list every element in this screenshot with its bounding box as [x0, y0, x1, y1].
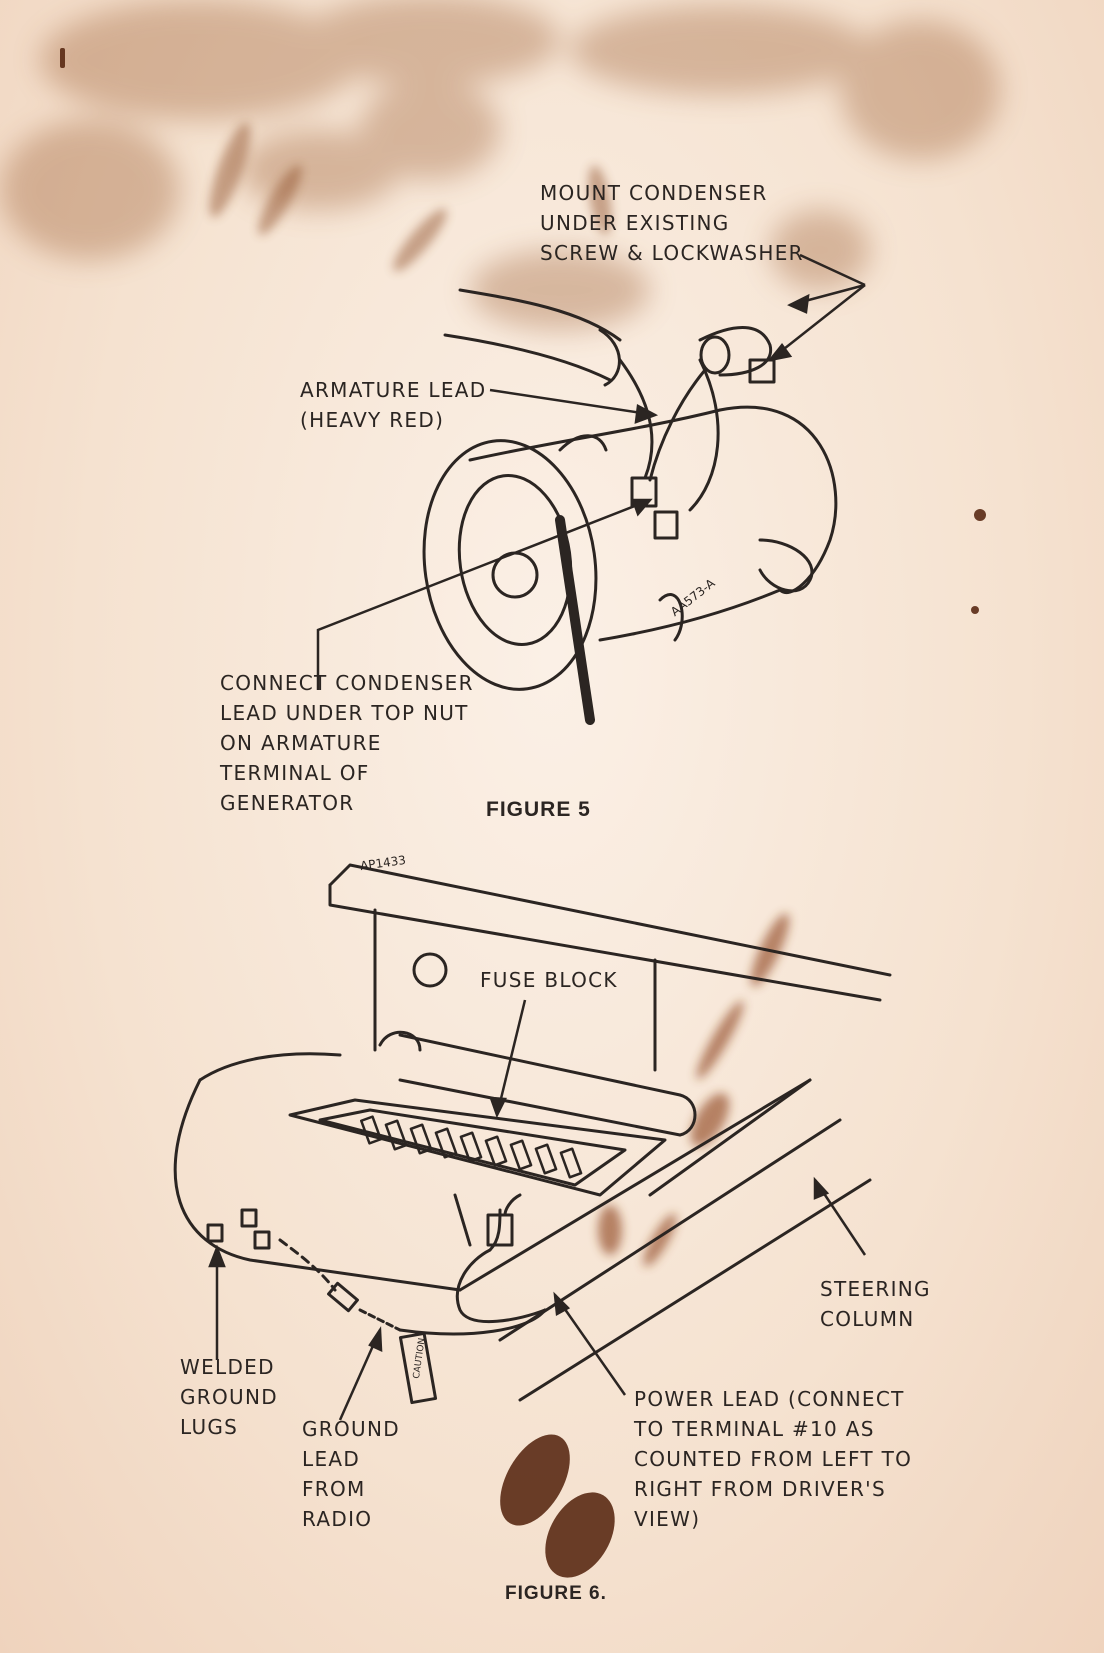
label-connect-condenser: CONNECT CONDENSER LEAD UNDER TOP NUT ON …	[220, 668, 474, 818]
label-line: STEERING	[820, 1277, 931, 1301]
label-line: RIGHT FROM DRIVER'S	[634, 1477, 886, 1501]
label-line: COUNTED FROM LEFT TO	[634, 1447, 913, 1471]
label-line: ARMATURE LEAD	[300, 378, 487, 402]
label-line: FROM	[302, 1477, 366, 1501]
label-line: WELDED	[180, 1355, 275, 1379]
label-line: VIEW)	[634, 1507, 701, 1531]
label-fuse-block: FUSE BLOCK	[480, 965, 618, 995]
label-line: GROUND	[302, 1417, 400, 1441]
label-armature-lead: ARMATURE LEAD (HEAVY RED)	[300, 375, 486, 435]
label-ground-lead: GROUND LEAD FROM RADIO	[302, 1414, 400, 1534]
label-line: TO TERMINAL #10 AS	[634, 1417, 875, 1441]
label-line: (HEAVY RED)	[300, 408, 445, 432]
label-line: LEAD UNDER TOP NUT	[220, 701, 469, 725]
label-line: COLUMN	[820, 1307, 915, 1331]
label-line: SCREW & LOCKWASHER	[540, 241, 804, 265]
figure-6-caption: FIGURE 6.	[505, 1583, 607, 1604]
label-line: FUSE BLOCK	[480, 968, 618, 992]
figure-5-caption: FIGURE 5	[486, 798, 591, 821]
label-welded-ground-lugs: WELDED GROUND LUGS	[180, 1352, 278, 1442]
label-power-lead: POWER LEAD (CONNECT TO TERMINAL #10 AS C…	[634, 1384, 912, 1534]
label-line: ON ARMATURE	[220, 731, 382, 755]
label-line: RADIO	[302, 1507, 373, 1531]
label-line: UNDER EXISTING	[540, 211, 730, 235]
label-line: TERMINAL OF	[220, 761, 370, 785]
label-line: GROUND	[180, 1385, 278, 1409]
label-line: LEAD	[302, 1447, 361, 1471]
label-line: POWER LEAD (CONNECT	[634, 1387, 905, 1411]
label-mount-condenser: MOUNT CONDENSER UNDER EXISTING SCREW & L…	[540, 178, 804, 268]
label-line: GENERATOR	[220, 791, 355, 815]
label-steering-column: STEERING COLUMN	[820, 1274, 931, 1334]
label-line: LUGS	[180, 1415, 239, 1439]
label-line: MOUNT CONDENSER	[540, 181, 768, 205]
label-line: CONNECT CONDENSER	[220, 671, 474, 695]
